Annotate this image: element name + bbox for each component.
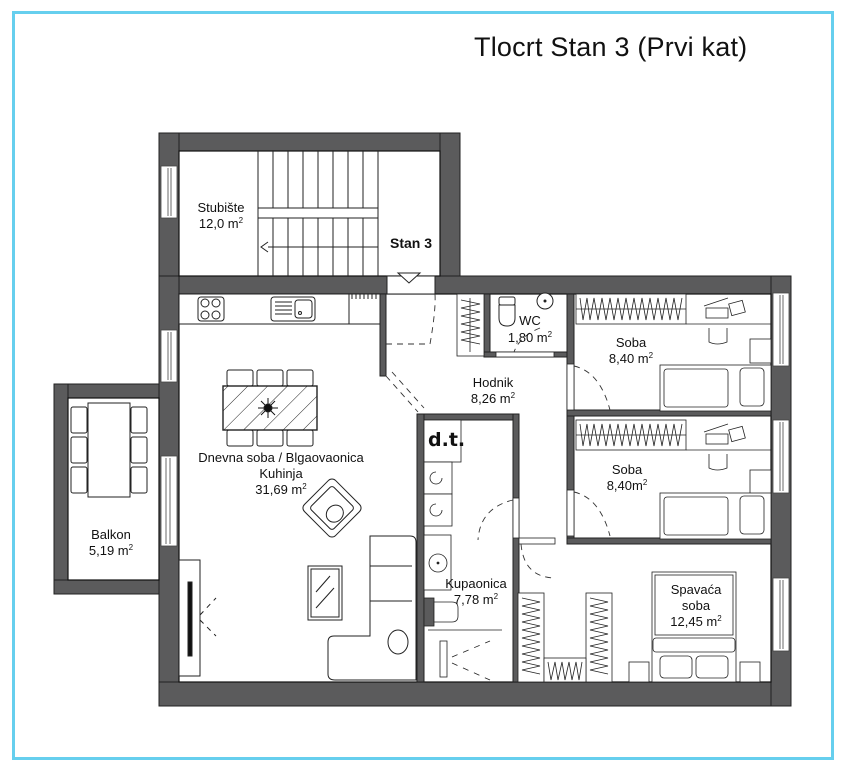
window-soba1	[772, 292, 790, 367]
window-soba2	[772, 419, 790, 494]
entrance-arrow-icon	[396, 272, 422, 284]
windows	[160, 165, 790, 652]
bedroom-furniture	[517, 571, 761, 683]
label-soba1-name: Soba	[616, 335, 647, 350]
pendant-light-icon	[263, 403, 273, 413]
label-spavaca-area: 12,45 m2	[670, 614, 722, 629]
wc-door-gap	[495, 351, 555, 358]
label-dnevna-area: 31,69 m2	[255, 482, 307, 497]
label-soba1-area: 8,40 m2	[609, 351, 654, 366]
label-hodnik-area: 8,26 m2	[471, 391, 516, 406]
label-spavaca-name: Spavaća	[671, 582, 722, 597]
door-swings	[385, 293, 611, 579]
bathroom-fixtures	[423, 419, 502, 681]
kupaonica-door-gap	[512, 497, 520, 539]
staircase	[257, 151, 379, 276]
wc-fixtures	[498, 292, 554, 327]
sofa	[327, 535, 417, 681]
armchair	[302, 478, 362, 538]
label-dnevna-name: Dnevna soba / Blgaovaonica	[198, 450, 364, 465]
label-wc-area: 1,80 m2	[508, 330, 553, 345]
tv-unit	[178, 559, 217, 677]
soba2-door-gap	[566, 489, 575, 537]
balcony-table	[70, 402, 148, 498]
label-utility-dt: d.t.	[428, 429, 465, 451]
label-soba2-name: Soba	[612, 462, 643, 477]
soba1-door-gap	[566, 363, 575, 411]
interior-walls	[379, 293, 772, 683]
label-stubiste-name: Stubište	[198, 200, 245, 215]
label-wc-name: WC	[519, 313, 541, 328]
coffee-table	[307, 565, 343, 621]
kitchen-counter	[178, 293, 381, 325]
dining-table	[222, 369, 318, 447]
room-labels: Stubište 12,0 m2 Stan 3 Dnevna soba / Bl…	[89, 200, 722, 629]
label-dnevna-name2: Kuhinja	[259, 466, 303, 481]
label-balkon-name: Balkon	[91, 527, 131, 542]
label-kupaonica-name: Kupaonica	[445, 576, 507, 591]
window-spavaca	[772, 577, 790, 652]
label-balkon-area: 5,19 m2	[89, 543, 134, 558]
hallway-wardrobe	[456, 293, 485, 357]
label-soba2-area: 8,40m2	[607, 478, 648, 493]
soba1-furniture	[575, 293, 772, 412]
spavaca-door-gap	[518, 537, 556, 545]
label-kupaonica-area: 7,78 m2	[454, 592, 499, 607]
window-living	[160, 455, 178, 547]
drawing-frame	[12, 11, 834, 760]
window-kitchen	[160, 329, 178, 383]
soba2-furniture	[575, 419, 772, 540]
label-spavaca-name2: soba	[682, 598, 711, 613]
label-hodnik-name: Hodnik	[473, 375, 514, 390]
label-entrance: Stan 3	[390, 235, 432, 251]
window-stairwell	[160, 165, 178, 219]
plan-title: Tlocrt Stan 3 (Prvi kat)	[474, 32, 748, 62]
label-stubiste-area: 12,0 m2	[199, 216, 244, 231]
